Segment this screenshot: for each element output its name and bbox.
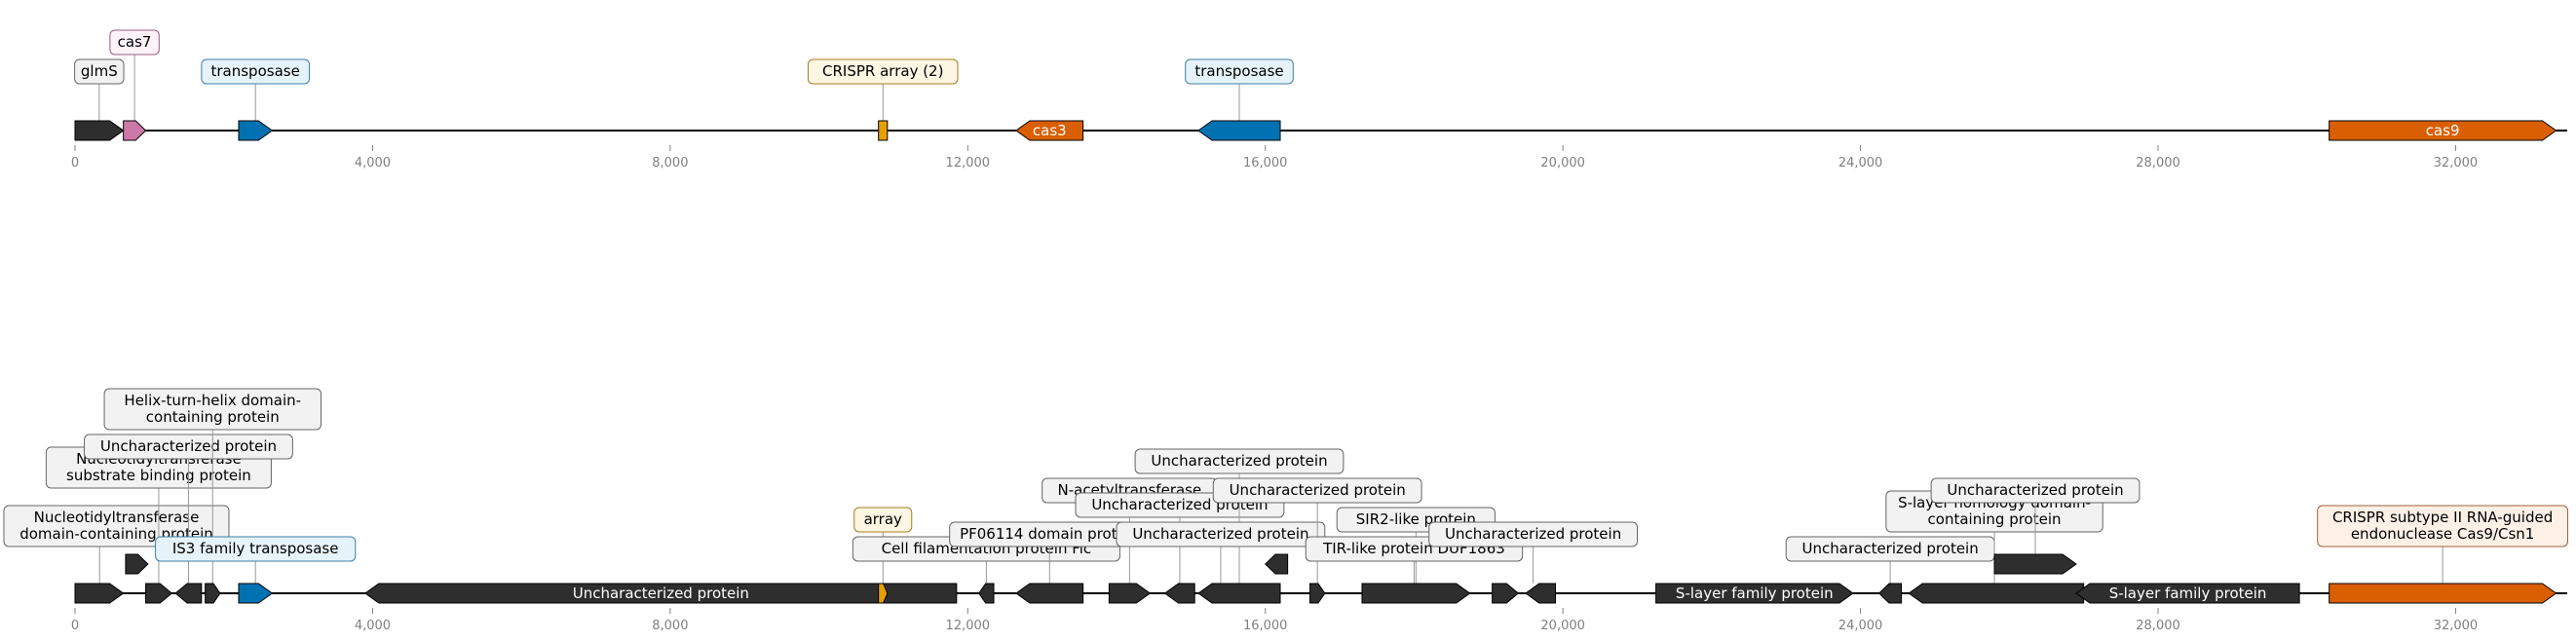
gene-arrow — [123, 120, 147, 141]
gene-layer: Uncharacterized protein S-layer family pr… — [74, 553, 2557, 604]
gene-label: Nucleotidyltransferase — [34, 509, 200, 526]
gene-label: endonuclease Cas9/Csn1 — [2351, 525, 2535, 543]
gene-label: containing protein — [1928, 510, 2062, 528]
label-box — [853, 507, 913, 533]
gene-label: CRISPR subtype II RNA-guided — [2332, 509, 2553, 526]
gene-label: PF06114 domain protein — [960, 525, 1139, 543]
gene-label: containing protein — [146, 408, 280, 426]
gene-arrow — [1993, 553, 2077, 575]
label-box — [103, 388, 322, 431]
tick-label: 16,000 — [1243, 156, 1288, 170]
label-box — [1428, 521, 1639, 548]
label-layer: Nucleotidyltransferasedomain-containing … — [3, 388, 2568, 584]
gene-arrow — [1015, 583, 1084, 604]
label-box — [1930, 477, 2140, 504]
tick-label: 32,000 — [2434, 156, 2479, 170]
gene-arrow — [2329, 120, 2557, 141]
bottom-track: 0 4,000 8,000 12,000 16,000 20,000 24,000 28,00… — [3, 388, 2568, 633]
gene-arrow — [363, 583, 958, 604]
gene-label: Uncharacterized protein — [1947, 481, 2123, 499]
gene-arrow — [878, 120, 889, 141]
label-box — [807, 58, 959, 85]
tick-label: 12,000 — [946, 619, 991, 633]
tick-label: 28,000 — [2136, 156, 2180, 170]
gene-arrow — [125, 553, 149, 575]
gene-inline-label: Uncharacterized protein — [573, 585, 749, 602]
gene-arrow — [1015, 120, 1084, 141]
gene-arrow — [238, 120, 274, 141]
tick-label: 24,000 — [1838, 619, 1883, 633]
label-box — [1212, 477, 1422, 504]
gene-arrow — [1265, 553, 1289, 575]
gene-arrow — [2075, 583, 2300, 604]
label-box — [155, 536, 357, 562]
tick-label: 8,000 — [652, 156, 688, 170]
gene-arrow — [1197, 583, 1281, 604]
tick-label: 4,000 — [355, 156, 391, 170]
gene-label: Uncharacterized protein — [1230, 481, 1406, 499]
gene-arrow — [145, 583, 173, 604]
gene-arrow — [238, 583, 274, 604]
gene-label: IS3 family transposase — [172, 540, 339, 557]
gene-arrow — [1108, 583, 1152, 604]
gene-layer: cas3 cas9 — [74, 120, 2557, 141]
gene-inline-label: S-layer family protein — [2109, 585, 2267, 602]
top-track: 0 4,000 8,000 12,000 16,000 20,000 24,000 28,00… — [71, 29, 2567, 170]
gene-label: transposase — [1194, 62, 1283, 80]
gene-label: Uncharacterized protein — [1802, 540, 1979, 557]
gene-arrow — [1492, 583, 1520, 604]
gene-arrow — [1309, 583, 1326, 604]
gene-label: Uncharacterized protein — [1151, 452, 1327, 470]
gene-inline-label: cas9 — [2426, 122, 2460, 139]
gene-arrow — [1908, 583, 2085, 604]
gene-label: array — [864, 510, 902, 528]
gene-arrow — [1361, 583, 1471, 604]
gene-label: CRISPR array (2) — [822, 62, 943, 80]
gene-arrow — [878, 583, 889, 604]
gene-arrow — [205, 583, 221, 604]
gene-label: cas7 — [118, 33, 152, 51]
tick-label: 12,000 — [946, 156, 991, 170]
tick-label: 28,000 — [2136, 619, 2180, 633]
tick-label: 32,000 — [2434, 619, 2479, 633]
gene-arrow — [1525, 583, 1557, 604]
gene-label: substrate binding protein — [66, 467, 251, 484]
label-box — [84, 434, 293, 460]
tick-label: 24,000 — [1838, 156, 1883, 170]
gene-arrow — [2329, 583, 2557, 604]
tick-label: 0 — [71, 156, 79, 170]
label-box — [74, 58, 125, 85]
gene-label: Helix-turn-helix domain- — [124, 392, 301, 409]
label-box — [1185, 58, 1294, 85]
gene-arrow — [74, 583, 125, 604]
label-box — [109, 29, 160, 56]
gene-arrow — [74, 120, 125, 141]
gene-label: glmS — [81, 62, 118, 80]
gene-arrow — [978, 583, 995, 604]
label-box — [201, 58, 310, 85]
gene-label: Uncharacterized protein — [1132, 525, 1308, 543]
gene-inline-label: S-layer family protein — [1676, 585, 1834, 602]
tick-label: 20,000 — [1540, 156, 1585, 170]
gene-label: Uncharacterized protein — [1445, 525, 1621, 543]
tick-label: 4,000 — [355, 619, 391, 633]
gene-arrow — [1197, 120, 1281, 141]
gene-label: transposase — [211, 62, 300, 80]
tick-label: 20,000 — [1540, 619, 1585, 633]
label-box — [1134, 448, 1345, 474]
gene-arrow — [1877, 583, 1903, 604]
label-box — [1116, 521, 1326, 548]
gene-arrow — [1163, 583, 1195, 604]
gene-label: Uncharacterized protein — [100, 437, 277, 455]
tick-label: 8,000 — [652, 619, 688, 633]
tick-label: 16,000 — [1243, 619, 1288, 633]
tick-label: 0 — [71, 619, 79, 633]
gene-arrow — [1655, 583, 1854, 604]
label-box — [2317, 505, 2568, 548]
gene-arrow — [174, 583, 203, 604]
gene-inline-label: cas3 — [1033, 122, 1067, 139]
